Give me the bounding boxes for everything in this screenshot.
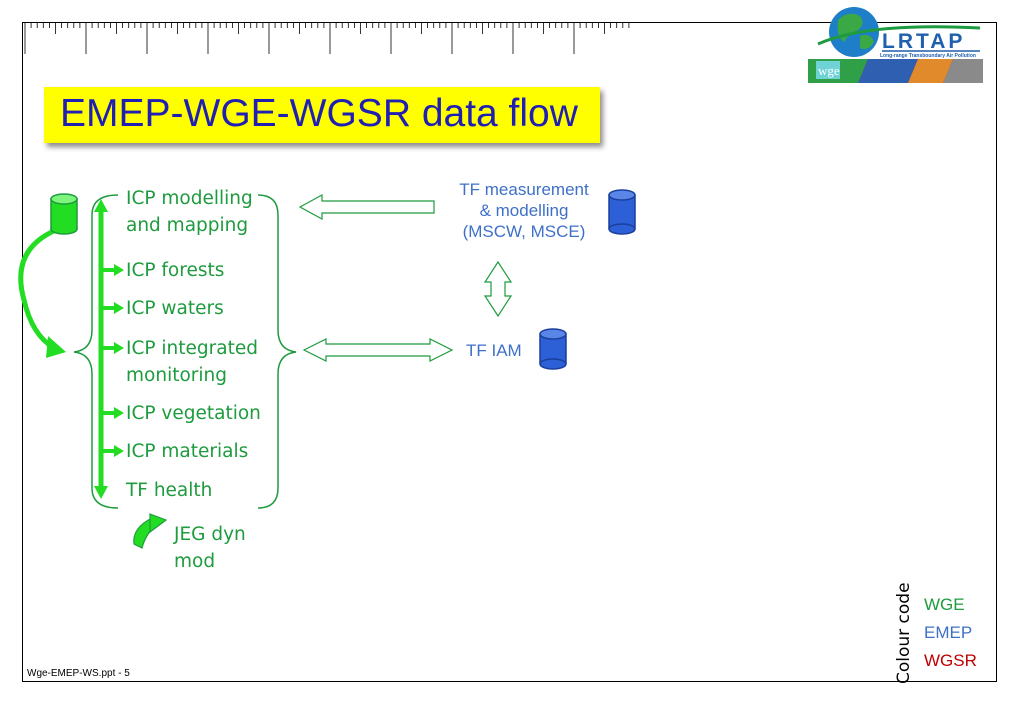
- jeg-label: JEG dyn: [174, 524, 246, 545]
- side-arrow-icon: [114, 264, 124, 276]
- side-arrow-icon: [114, 302, 124, 314]
- ruler: [24, 22, 630, 54]
- icp-modelling-label: ICP modelling: [126, 188, 253, 209]
- up-arrow-icon: [94, 199, 108, 212]
- colour-code-heading: Colour code: [894, 582, 914, 684]
- legend-wgsr: WGSR: [924, 651, 977, 670]
- icp-integrated-label-line2: monitoring: [126, 365, 227, 386]
- side-arrow-icon: [114, 445, 124, 457]
- tf-health-label: TF health: [126, 480, 213, 501]
- lrtap-logo: LRTAP Long-range Transboundary Air Pollu…: [808, 2, 983, 84]
- hollow-vertical-double-arrow-icon: [483, 260, 513, 318]
- hollow-double-arrow-icon: [302, 338, 454, 362]
- left-brace: [73, 194, 119, 509]
- curved-flow-arrow: [18, 227, 58, 351]
- down-arrow-icon: [94, 486, 108, 499]
- footer-text: Wge-EMEP-WS.ppt - 5: [27, 668, 130, 679]
- tf-measurement-database-icon: [608, 189, 636, 235]
- tf-iam-database-icon: [539, 328, 567, 370]
- tf-iam-label: TF IAM: [466, 341, 522, 360]
- jeg-label-line2: mod: [174, 551, 216, 572]
- icp-forests-label: ICP forests: [126, 260, 225, 281]
- slide-frame: [22, 22, 997, 682]
- icp-modelling-label-line2: and mapping: [126, 215, 249, 236]
- icp-integrated-label: ICP integrated: [126, 338, 258, 359]
- side-arrow-icon: [114, 407, 124, 419]
- wge-database-icon: [50, 193, 78, 235]
- svg-text:Long-range Transboundary Air P: Long-range Transboundary Air Pollution: [880, 53, 976, 59]
- side-arrow-icon: [114, 342, 124, 354]
- hollow-left-arrow-icon: [298, 193, 435, 221]
- curved-arrowhead-icon: [46, 336, 66, 358]
- title-box: EMEP-WGE-WGSR data flow: [44, 87, 600, 143]
- tf-measurement-label: TF measurement & modelling (MSCW, MSCE): [459, 180, 589, 241]
- legend-emep: EMEP: [924, 623, 973, 642]
- legend-wge: WGE: [924, 595, 965, 614]
- right-brace: [257, 194, 297, 509]
- side-arrows: [101, 264, 124, 457]
- icp-vegetation-label: ICP vegetation: [126, 403, 261, 424]
- icp-waters-label: ICP waters: [126, 298, 224, 319]
- icp-materials-label: ICP materials: [126, 441, 249, 462]
- svg-text:wge: wge: [818, 63, 840, 78]
- lrtap-wordmark: LRTAP: [882, 30, 965, 53]
- page-title: EMEP-WGE-WGSR data flow: [60, 92, 578, 135]
